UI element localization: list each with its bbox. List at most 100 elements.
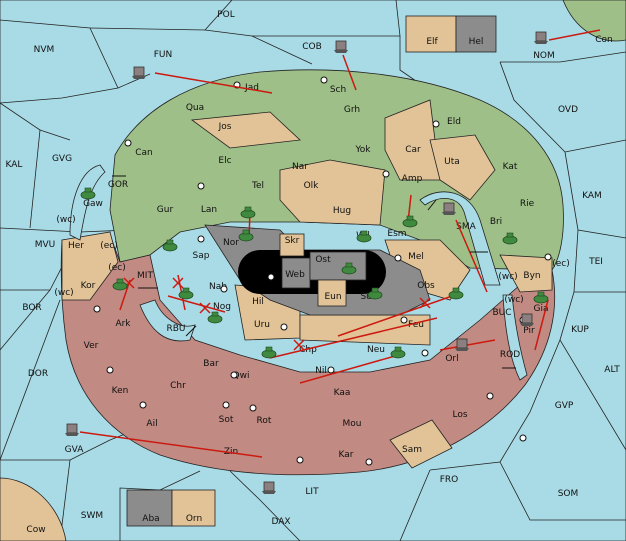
territory-label-gvg[interactable]: GVG (52, 154, 72, 164)
territory-label-sot[interactable]: Sot (219, 415, 234, 425)
territory-label-amp[interactable]: Amp (402, 174, 423, 184)
army-unit-icon[interactable] (402, 215, 418, 228)
territory-eun-box[interactable] (317, 279, 347, 307)
territory-label-hug[interactable]: Hug (333, 206, 351, 216)
army-unit-icon[interactable] (502, 232, 518, 245)
territory-label-ken[interactable]: Ken (112, 386, 129, 396)
territory-label-som[interactable]: SOM (558, 489, 579, 499)
territory-label-tel[interactable]: Tel (251, 181, 264, 191)
territory-label-mou[interactable]: Mou (343, 419, 362, 429)
fleet-unit-icon[interactable] (65, 423, 79, 436)
territory-label-car[interactable]: Car (405, 145, 421, 155)
territory-label-kam[interactable]: KAM (582, 191, 602, 201)
territory-label-ec1[interactable]: (ec) (100, 241, 118, 251)
territory-label-can[interactable]: Can (135, 148, 153, 158)
territory-label-rot[interactable]: Rot (257, 416, 272, 426)
army-unit-icon[interactable] (261, 346, 277, 359)
territory-label-yok[interactable]: Yok (354, 145, 371, 155)
territory-label-hil[interactable]: Hil (252, 297, 264, 307)
territory-label-mel[interactable]: Mel (408, 252, 424, 262)
territory-label-obs[interactable]: Obs (417, 281, 435, 291)
territory-label-bar[interactable]: Bar (203, 359, 219, 369)
territory-label-jad[interactable]: Jad (244, 83, 259, 93)
territory-label-qwi[interactable]: Qwi (233, 371, 250, 381)
territory-label-eun[interactable]: Eun (324, 292, 341, 302)
territory-label-fun[interactable]: FUN (154, 50, 173, 60)
army-unit-icon[interactable] (367, 287, 383, 300)
territory-label-nom[interactable]: NOM (533, 51, 555, 61)
territory-label-pir[interactable]: Pir (523, 326, 535, 336)
territory-label-los[interactable]: Los (452, 410, 467, 420)
fleet-unit-icon[interactable] (534, 31, 548, 44)
territory-label-ver[interactable]: Ver (84, 341, 99, 351)
territory-label-lit[interactable]: LIT (305, 487, 319, 497)
territory-label-orn[interactable]: Orn (186, 514, 202, 524)
territory-label-nab[interactable]: Nab (209, 282, 227, 292)
territory-label-esm[interactable]: Esm (387, 229, 406, 239)
territory-skr-box[interactable] (279, 233, 305, 257)
territory-label-sch[interactable]: Sch (330, 85, 346, 95)
army-unit-icon[interactable] (240, 206, 256, 219)
territory-label-orl[interactable]: Orl (445, 354, 458, 364)
territory-label-gia[interactable]: Gia (534, 304, 549, 314)
fleet-unit-icon[interactable] (442, 202, 456, 215)
territory-label-buc[interactable]: BUC (492, 308, 511, 318)
army-unit-icon[interactable] (80, 187, 96, 200)
army-unit-icon[interactable] (390, 346, 406, 359)
army-unit-icon[interactable] (448, 287, 464, 300)
territory-label-uta[interactable]: Uta (444, 157, 460, 167)
territory-label-nar[interactable]: Nar (292, 162, 308, 172)
territory-label-mvu[interactable]: MVU (35, 240, 56, 250)
territory-label-dor[interactable]: DOR (28, 369, 48, 379)
territory-elf[interactable] (405, 15, 457, 53)
territory-label-elf[interactable]: Elf (426, 37, 438, 47)
territory-label-aba[interactable]: Aba (142, 514, 159, 524)
territory-label-lan[interactable]: Lan (201, 205, 217, 215)
territory-label-ost[interactable]: Ost (315, 255, 331, 265)
territory-label-sma[interactable]: SMA (456, 222, 476, 232)
territory-label-pol[interactable]: POL (217, 10, 235, 20)
territory-label-chr[interactable]: Chr (170, 381, 186, 391)
territory-label-feu[interactable]: Feu (408, 320, 424, 330)
territory-label-fro[interactable]: FRO (440, 475, 459, 485)
fleet-unit-icon[interactable] (455, 338, 469, 351)
territory-label-ovd[interactable]: OVD (558, 105, 578, 115)
territory-label-nvm[interactable]: NVM (34, 45, 55, 55)
territory-label-cow[interactable]: Cow (26, 525, 45, 535)
territory-orn[interactable] (171, 489, 216, 527)
territory-label-ec3[interactable]: (ec) (552, 259, 570, 269)
territory-label-elc[interactable]: Elc (218, 156, 231, 166)
territory-label-ec2[interactable]: (ec) (108, 263, 126, 273)
territory-label-wc3[interactable]: (wc) (54, 288, 73, 298)
territory-label-sam[interactable]: Sam (402, 445, 422, 455)
territory-label-gaw[interactable]: Gaw (83, 199, 103, 209)
army-unit-icon[interactable] (533, 291, 549, 304)
territory-hel[interactable] (455, 15, 497, 53)
fleet-unit-icon[interactable] (262, 481, 276, 494)
territory-label-kaa[interactable]: Kaa (334, 388, 351, 398)
army-unit-icon[interactable] (112, 278, 128, 291)
territory-label-ail[interactable]: Ail (146, 419, 157, 429)
territory-label-tei[interactable]: TEI (588, 257, 603, 267)
army-unit-icon[interactable] (178, 287, 194, 300)
territory-label-byn[interactable]: Byn (523, 271, 540, 281)
territory-label-web[interactable]: Web (285, 270, 305, 280)
territory-label-olk[interactable]: Olk (304, 181, 320, 191)
territory-label-swm[interactable]: SWM (81, 511, 103, 521)
territory-label-skr[interactable]: Skr (285, 236, 300, 246)
army-unit-icon[interactable] (162, 239, 178, 252)
fleet-unit-icon[interactable] (334, 40, 348, 53)
territory-label-qua[interactable]: Qua (186, 103, 204, 113)
territory-label-con[interactable]: Con (595, 35, 613, 45)
army-unit-icon[interactable] (341, 262, 357, 275)
territory-label-gur[interactable]: Gur (157, 205, 174, 215)
fleet-unit-icon[interactable] (132, 66, 146, 79)
army-unit-icon[interactable] (238, 229, 254, 242)
army-unit-icon[interactable] (207, 311, 223, 324)
territory-web-box[interactable] (281, 257, 311, 289)
territory-label-neu[interactable]: Neu (367, 345, 385, 355)
territory-ost-box[interactable] (309, 251, 367, 281)
territory-label-gvp[interactable]: GVP (555, 401, 574, 411)
territory-label-kat[interactable]: Kat (503, 162, 518, 172)
territory-label-wc4[interactable]: (wc) (504, 295, 523, 305)
